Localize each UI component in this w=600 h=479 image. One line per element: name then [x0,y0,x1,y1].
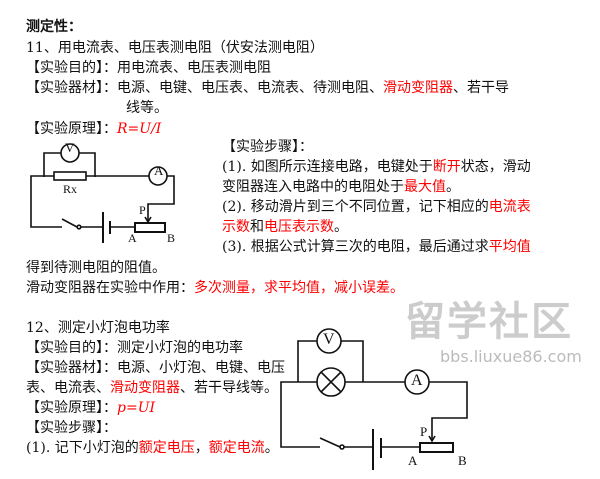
label-slider-2: P [420,424,428,439]
exp11-step1: (1). 如图所示连接电路，电键处于断开状态，滑动 [222,158,531,176]
text: (1). 如图所示连接电路，电键处于 [222,159,433,175]
highlight: 断开 [432,159,461,175]
watermark-logo: 留学社区 [405,299,573,345]
exp11-title: 11、用电流表、电压表测电阻（伏安法测电阻） [26,40,324,56]
watermark-url: bbs.liuxue86.com [440,347,582,366]
highlight: 电流表 [488,199,531,215]
section-heading: 测定性： [26,19,82,35]
text: 。 [334,219,348,235]
label-end-a-2: A [408,453,418,468]
text: 。 [446,179,460,195]
switch-icon [319,437,341,448]
label-slider-1: P [139,203,146,217]
exp11-step3: (3). 根据公式计算三次的电阻，最后通过求平均值 [222,238,531,256]
circuit-2 [280,328,468,470]
text: 。 [264,440,279,456]
label-voltmeter-2: V [323,331,335,348]
label: 【实验原理】： [26,400,117,416]
highlight: 额定电压 [138,440,195,456]
exp11-step2: (2). 移动滑片到三个不同位置，记下相应的电流表 [222,198,531,216]
formula: R=U/I [117,121,162,137]
label: 【实验目的】： [26,60,117,76]
label: 【实验器材】： [26,80,117,96]
text: (3). 根据公式计算三次的电阻，最后通过求 [222,239,489,255]
highlight: 多次测量，求平均值，减小误差。 [194,280,404,296]
highlight: 滑动变阻器 [383,80,453,96]
exp12-title: 12、测定小灯泡电功率 [26,320,170,336]
label-resistor: Rx [63,182,78,196]
highlight: 最大值 [404,179,446,195]
text: ， [194,440,209,456]
exp12-steps-label: 【实验步骤】： [26,420,117,436]
rheostat-icon [134,222,166,233]
label-end-b-1: B [167,231,176,245]
label-ammeter-2: A [411,372,423,389]
text: 电源、电键、电压表、电流表、待测电阻、 [117,80,383,96]
exp11-equipment-cont: 线等。 [126,100,168,116]
text: (2). 移动滑片到三个不同位置，记下相应的 [222,199,489,215]
highlight: 示数 [222,219,250,235]
exp11-steps-label: 【实验步骤】： [222,139,313,155]
label: 滑动变阻器在实验中作用： [26,280,194,296]
highlight: 额定电流 [208,440,265,456]
text: 电源、小灯泡、电键、电压 [117,360,285,376]
formula: p=UI [117,400,156,416]
rheostat-icon [419,442,454,453]
text: 表、电流表、 [26,380,110,396]
text: (1). 记下小灯泡的 [26,440,139,456]
exp11-rheostat-role: 滑动变阻器在实验中作用：多次测量，求平均值，减小误差。 [26,279,404,297]
exp11-equipment: 【实验器材】：电源、电键、电压表、电流表、待测电阻、滑动变阻器、若干导 [26,79,509,97]
voltmeter-icon [60,143,80,163]
exp12-principle: 【实验原理】：p=UI [26,399,155,417]
text: 测定小灯泡的电功率 [117,340,243,356]
exp12-equipment-cont: 表、电流表、滑动变阻器、若干导线等。 [26,379,278,397]
highlight: 平均值 [488,239,531,255]
voltmeter-icon [316,328,342,354]
label: 【实验目的】： [26,340,117,356]
exp11-step2-cont: 示数和电压表示数。 [222,218,348,236]
switch-icon [61,218,78,228]
exp12-purpose: 【实验目的】：测定小灯泡的电功率 [26,339,243,357]
text: 变阻器连入电路中的电阻处于 [222,179,404,195]
label-voltmeter-1: V [65,140,75,155]
exp12-step1: (1). 记下小灯泡的额定电压，额定电流。 [26,439,279,457]
exp12-equipment: 【实验器材】：电源、小灯泡、电键、电压 [26,359,285,377]
exp11-step3-cont: 得到待测电阻的阻值。 [26,260,166,276]
label-end-b-2: B [458,453,467,468]
label-end-a-1: A [128,231,137,245]
resistor-icon [53,171,87,181]
text: 、若干导 [453,80,509,96]
label-ammeter-1: A [154,163,164,178]
exp11-step1-cont: 变阻器连入电路中的电阻处于最大值。 [222,178,460,196]
highlight: 滑动变阻器 [110,380,180,396]
label: 【实验原理】： [26,121,117,137]
circuit-1 [30,143,175,243]
text: 、若干导线等。 [180,380,278,396]
exp11-purpose: 【实验目的】：用电流表、电压表测电阻 [26,59,271,77]
exp11-principle: 【实验原理】：R=U/I [26,120,161,138]
highlight: 电压表示数 [264,219,334,235]
label: 【实验器材】： [26,360,117,376]
text: 状态，滑动 [460,159,531,175]
text: 和 [250,219,264,235]
text: 用电流表、电压表测电阻 [117,60,271,76]
